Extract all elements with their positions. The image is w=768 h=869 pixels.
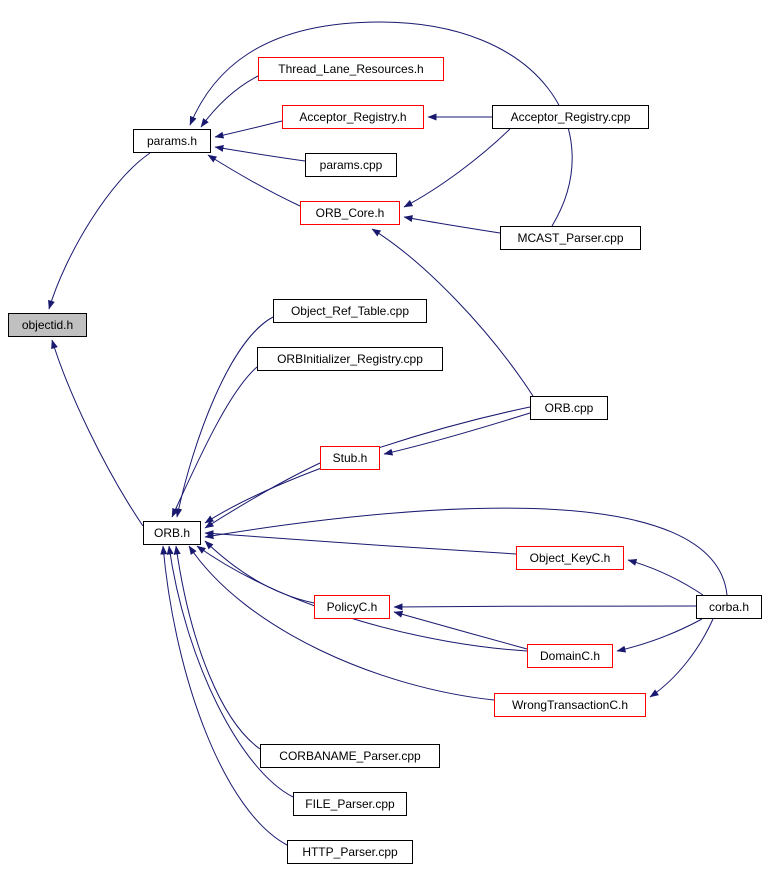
node-thread_lane_resources_h[interactable]: Thread_Lane_Resources.h [258,57,444,81]
edge-orb_cpp-to-orb_core_h [371,228,534,397]
edge-object_ref_table_cpp-to-orb_h [175,316,274,518]
edge-corba_h-to-object_keyc_h [627,558,704,596]
edge-wrongtransactionc_h-to-orb_h [188,545,495,701]
edge-http_parser_cpp-to-orb_h [160,545,288,846]
edge-corbaname_parser_cpp-to-orb_h [173,545,261,750]
edge-domainc_h-to-policyc_h [393,610,528,650]
edge-mcast_parser_cpp-to-params_h [189,21,573,227]
node-orb_core_h[interactable]: ORB_Core.h [300,201,400,225]
node-object_keyc_h[interactable]: Object_KeyC.h [516,546,624,570]
edge-orb_cpp-to-stub_h [383,412,531,456]
edge-params_cpp-to-params_h [214,144,306,162]
node-policyc_h[interactable]: PolicyC.h [314,595,390,619]
edge-orb_core_h-to-params_h [207,154,301,207]
edge-acceptor_registry_cpp-to-orb_core_h [403,128,511,208]
node-object_ref_table_cpp[interactable]: Object_Ref_Table.cpp [273,299,427,323]
edge-params_h-to-objectid_h [48,152,151,310]
edge-thread_lane_resources_h-to-params_h [200,75,259,128]
edge-orbinitializer_registry_cpp-to-orb_h [171,366,258,518]
node-http_parser_cpp[interactable]: HTTP_Parser.cpp [287,840,413,864]
node-orb_cpp[interactable]: ORB.cpp [530,396,608,420]
node-wrongtransactionc_h[interactable]: WrongTransactionC.h [494,693,646,717]
edge-stub_h-to-orb_h [204,462,321,529]
edge-orb_h-to-objectid_h [51,339,144,527]
node-file_parser_cpp[interactable]: FILE_Parser.cpp [293,792,407,816]
edge-mcast_parser_cpp-to-orb_core_h [403,215,501,234]
edge-corba_h-to-wrongtransactionc_h [649,618,714,698]
node-orbinitializer_registry_cpp[interactable]: ORBInitializer_Registry.cpp [257,347,443,371]
node-params_h[interactable]: params.h [133,129,211,153]
node-corba_h[interactable]: corba.h [696,595,762,619]
node-corbaname_parser_cpp[interactable]: CORBANAME_Parser.cpp [260,744,440,768]
node-orb_h[interactable]: ORB.h [143,521,201,545]
node-domainc_h[interactable]: DomainC.h [527,644,613,668]
edge-acceptor_registry_h-to-params_h [214,120,283,139]
edge-object_keyc_h-to-orb_h [204,530,517,555]
edge-corba_h-to-domainc_h [616,618,703,653]
node-mcast_parser_cpp[interactable]: MCAST_Parser.cpp [500,226,641,250]
edge-domainc_h-to-orb_h [196,545,528,652]
edge-file_parser_cpp-to-orb_h [166,545,294,798]
node-acceptor_registry_h[interactable]: Acceptor_Registry.h [282,105,424,129]
node-acceptor_registry_cpp[interactable]: Acceptor_Registry.cpp [492,105,649,129]
edge-policyc_h-to-orb_h [204,540,315,604]
node-params_cpp[interactable]: params.cpp [305,153,397,177]
node-stub_h[interactable]: Stub.h [320,446,380,470]
edge-corba_h-to-policyc_h [393,603,697,611]
node-objectid_h[interactable]: objectid.h [8,313,87,337]
edge-corba_h-to-orb_h [204,507,728,596]
